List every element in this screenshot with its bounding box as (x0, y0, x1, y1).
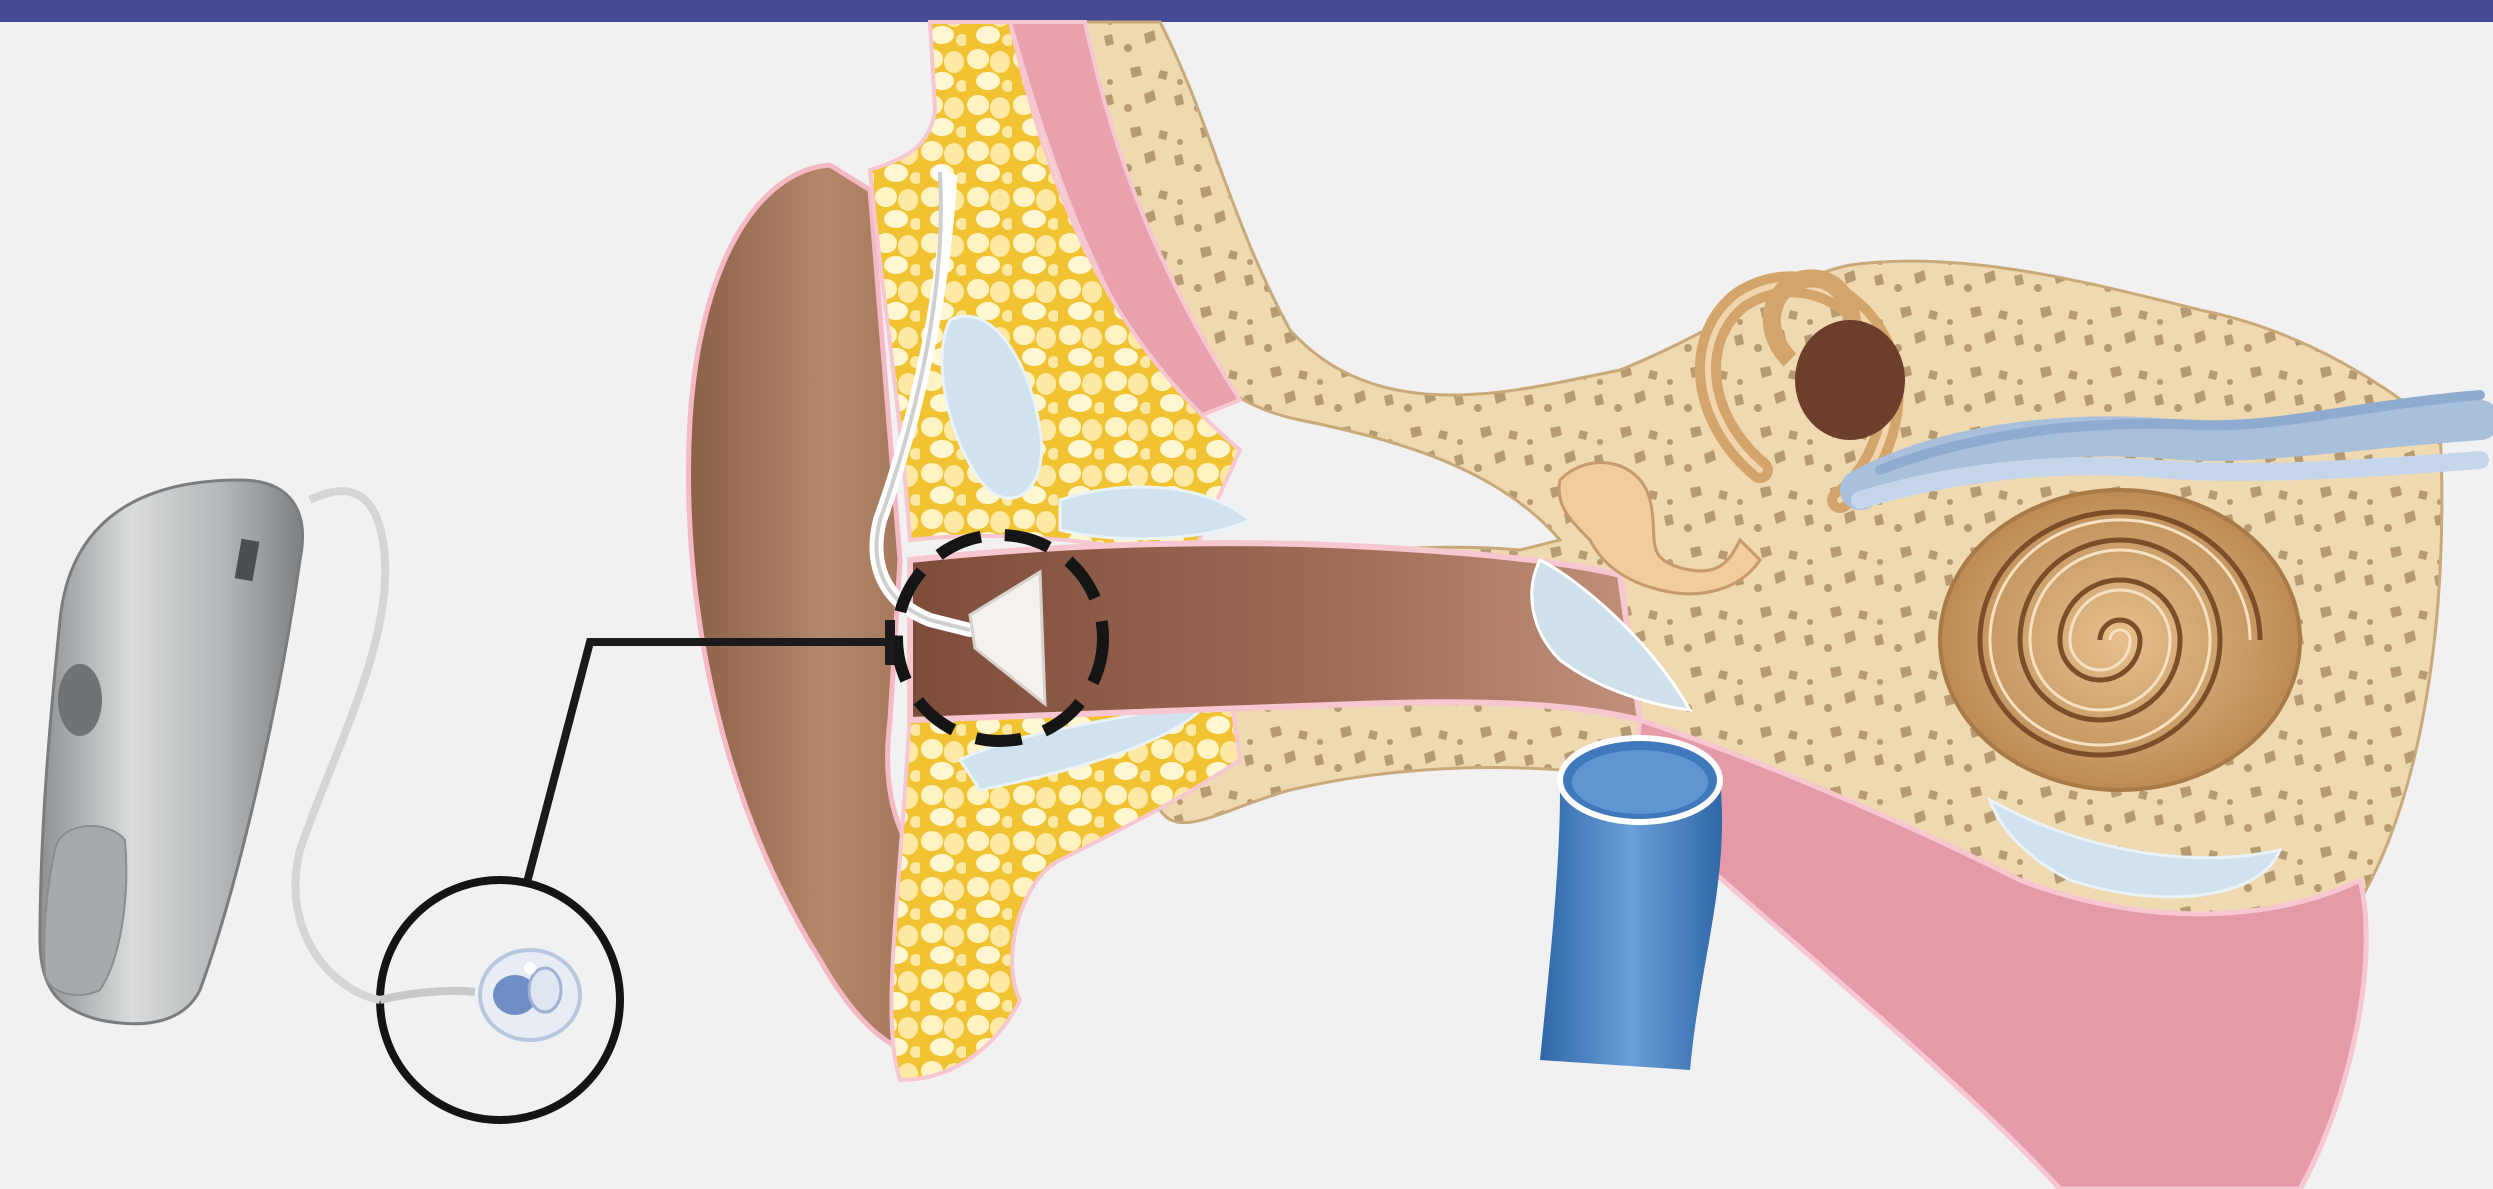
ear-tip-dome-icon (380, 880, 620, 1120)
eustachian-tube (1540, 738, 1722, 1070)
hearing-aid-device-icon (40, 480, 303, 1024)
hearing-aid-wire (295, 491, 385, 1000)
cochlea (1940, 490, 2300, 790)
